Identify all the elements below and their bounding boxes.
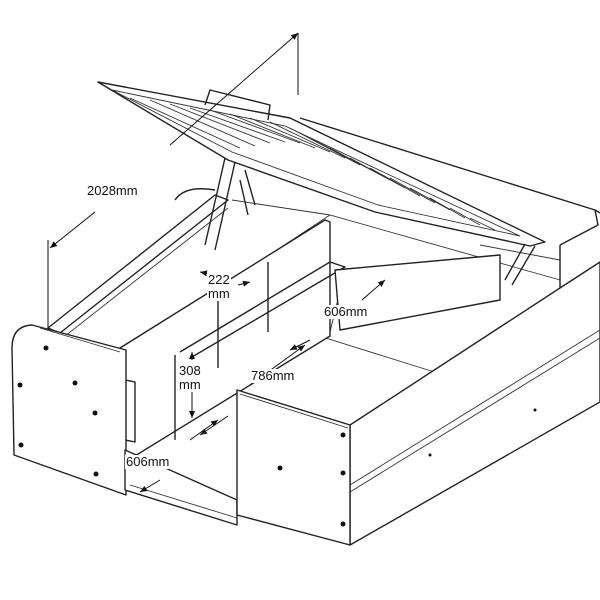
height-label: 308 mm [178, 364, 202, 392]
front-depth-label: 606mm [125, 454, 171, 469]
height-value: 308 [179, 363, 201, 378]
right-footboard-panel [236, 389, 351, 546]
rear-depth-label: 606mm [323, 304, 369, 319]
left-footboard-panel [11, 324, 127, 496]
compartment-width-value: 222 [208, 272, 230, 287]
length-dimension-label: 2028mm [86, 183, 139, 198]
lift-up-lid [97, 81, 546, 286]
middle-depth-label: 786mm [250, 368, 296, 383]
compartment-width-label: 222 mm [207, 273, 231, 301]
compartment-width-unit: mm [208, 286, 230, 301]
height-unit: mm [179, 377, 201, 392]
headboard [299, 117, 600, 246]
